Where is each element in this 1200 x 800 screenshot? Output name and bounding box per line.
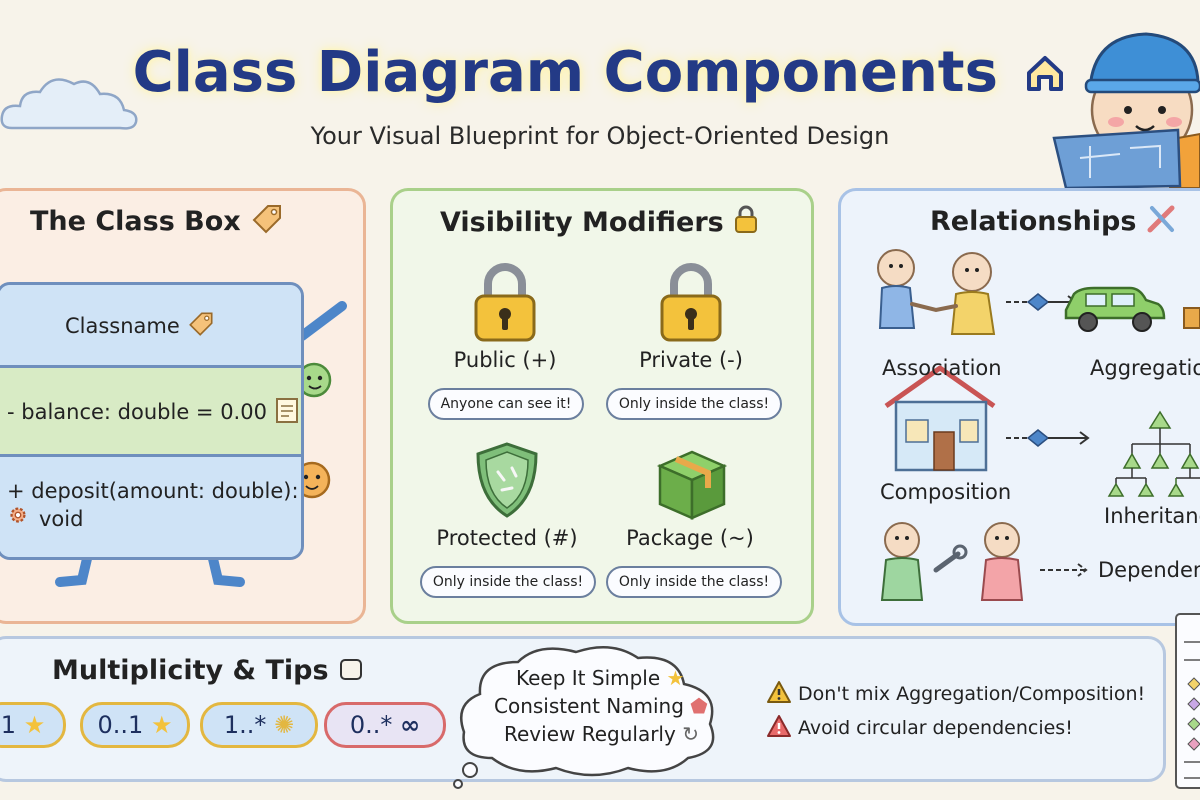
shield-icon bbox=[476, 442, 538, 518]
attribute-line: - balance: double = 0.00 bbox=[7, 396, 300, 424]
package-icon bbox=[656, 450, 728, 520]
page-subtitle: Your Visual Blueprint for Object-Oriente… bbox=[310, 122, 890, 150]
private-note: Only inside the class! bbox=[606, 388, 782, 420]
class-box: Classname - balance: double = 0.00 + dep… bbox=[0, 282, 304, 560]
relationships-diagram bbox=[877, 249, 1200, 601]
cloud-icon bbox=[0, 78, 138, 130]
refresh-icon: ↻ bbox=[682, 722, 699, 746]
gear-icon bbox=[10, 507, 26, 523]
attributes-compartment: - balance: double = 0.00 bbox=[0, 368, 301, 457]
dependency-label: Dependency bbox=[1098, 558, 1200, 582]
home-icon bbox=[1027, 56, 1064, 91]
relationships-title: Relationships bbox=[930, 204, 1176, 237]
shield-icon: ⬟ bbox=[690, 694, 708, 718]
legend-card bbox=[1175, 613, 1200, 789]
gear-icon: ✺ bbox=[274, 711, 295, 739]
warning-mix: Don't mix Aggregation/Composition! bbox=[766, 680, 1145, 705]
star-icon: ★ bbox=[666, 666, 685, 690]
tag-icon bbox=[188, 312, 213, 336]
class-name-compartment: Classname bbox=[0, 285, 301, 368]
composition-label: Composition bbox=[880, 480, 1012, 504]
visibility-title: Visibility Modifiers bbox=[440, 204, 759, 238]
tip-review: Review Regularly ↻ bbox=[504, 722, 699, 746]
method-return: void bbox=[39, 507, 84, 531]
inheritance-label: Inheritance bbox=[1104, 504, 1200, 528]
notepad-icon bbox=[275, 398, 298, 423]
tag-icon bbox=[252, 205, 282, 234]
multiplicity-pill-1-many: 1..* ✺ bbox=[200, 702, 318, 748]
private-label: Private (-) bbox=[639, 348, 743, 372]
multiplicity-pill-1: 1 ★ bbox=[0, 702, 66, 748]
association-label: Association bbox=[882, 356, 1002, 380]
lock-icon bbox=[735, 205, 758, 233]
star-icon: ★ bbox=[23, 711, 46, 739]
warning-icon bbox=[767, 715, 791, 737]
infinity-icon: ∞ bbox=[400, 711, 421, 739]
multiplicity-title: Multiplicity & Tips bbox=[52, 654, 364, 686]
public-note: Anyone can see it! bbox=[428, 388, 584, 420]
warning-circular: Avoid circular dependencies! bbox=[766, 714, 1073, 739]
aggregation-label: Aggregation bbox=[1090, 356, 1200, 380]
page-title: Class Diagram Components bbox=[0, 40, 1200, 105]
tip-naming: Consistent Naming ⬟ bbox=[494, 694, 708, 718]
protected-label: Protected (#) bbox=[436, 526, 578, 550]
builder-mascot bbox=[1052, 32, 1200, 188]
public-label: Public (+) bbox=[453, 348, 557, 372]
class-box-title: The Class Box bbox=[30, 204, 284, 237]
multiplicity-pill-0-many: 0..* ∞ bbox=[324, 702, 446, 748]
star-icon: ★ bbox=[150, 711, 173, 739]
warning-icon bbox=[767, 681, 791, 703]
tools-icon bbox=[1147, 205, 1175, 233]
private-lock-icon bbox=[660, 263, 722, 342]
method-line: + deposit(amount: double): bbox=[7, 479, 301, 527]
tips-cloud bbox=[453, 646, 715, 789]
tip-simple: Keep It Simple ★ bbox=[516, 666, 685, 690]
package-label: Package (~) bbox=[626, 526, 754, 550]
public-lock-icon bbox=[474, 263, 536, 342]
multiplicity-pill-0-1: 0..1 ★ bbox=[80, 702, 190, 748]
class-name: Classname bbox=[65, 311, 215, 338]
package-note: Only inside the class! bbox=[606, 566, 782, 598]
protected-note: Only inside the class! bbox=[420, 566, 596, 598]
methods-compartment: + deposit(amount: double): void bbox=[0, 457, 301, 557]
box-icon bbox=[339, 659, 362, 680]
